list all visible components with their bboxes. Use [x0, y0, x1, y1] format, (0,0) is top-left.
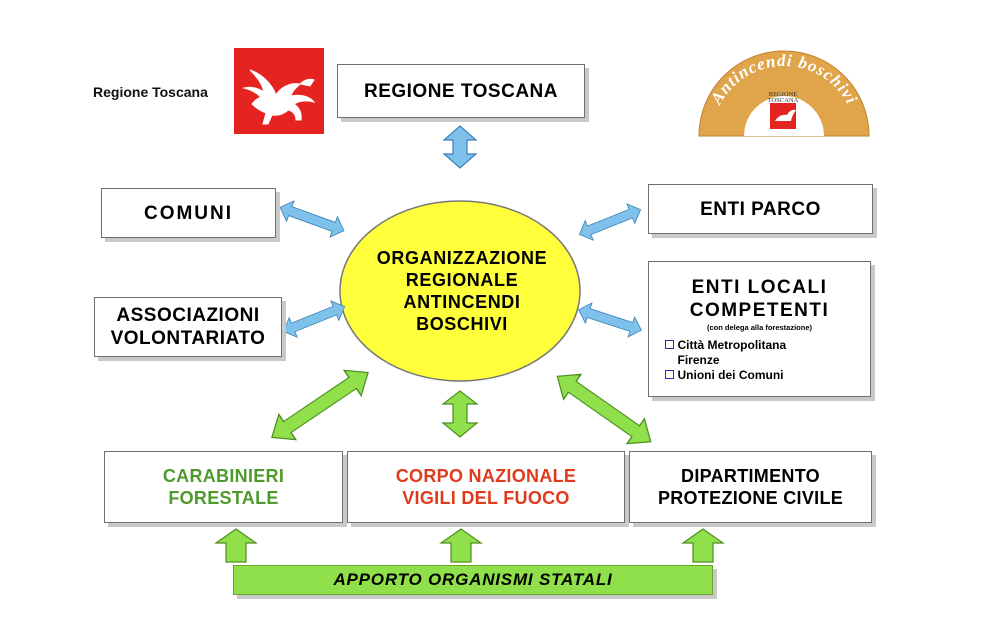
protezione-line2: PROTEZIONE CIVILE [657, 488, 844, 508]
comuni-text: COMUNI [143, 202, 234, 224]
enti-locali-line2: COMPETENTI [689, 300, 830, 321]
box-enti-parco: ENTI PARCO [648, 184, 873, 234]
arrow-regione-blue [442, 125, 478, 169]
unioni-comuni-text: Unioni dei Comuni [677, 368, 784, 382]
firenze-text: Firenze [677, 353, 720, 367]
arrow-up-vigili [439, 528, 483, 563]
enti-parco-text: ENTI PARCO [700, 198, 821, 220]
apporto-organismi-bar: APPORTO ORGANISMI STATALI [233, 565, 713, 595]
vigili-line2: VIGILI DEL FUOCO [402, 488, 570, 508]
center-title: ORGANIZZAZIONE REGIONALE ANTINCENDI BOSC… [342, 247, 582, 335]
enti-locali-sub: (con delega alla forestazione) [706, 323, 813, 332]
associazioni-line1: ASSOCIAZIONI [116, 305, 260, 326]
arrow-up-carabinieri [214, 528, 258, 563]
apporto-organismi-text: APPORTO ORGANISMI STATALI [333, 570, 613, 589]
badge-small-line2: TOSCANA [768, 97, 799, 104]
arrow-up-protezione [681, 528, 725, 563]
vigili-line1: CORPO NAZIONALE [395, 466, 577, 486]
list-item-text: Città Metropolitana Firenze [678, 338, 787, 368]
carabinieri-line1: CARABINIERI [162, 466, 285, 486]
box-enti-locali: ENTI LOCALI COMPETENTI (con delega alla … [648, 261, 871, 397]
center-line-1: ORGANIZZAZIONE [376, 248, 548, 268]
box-comuni: COMUNI [101, 188, 276, 238]
box-regione-toscana: REGIONE TOSCANA [337, 64, 585, 118]
protezione-line1: DIPARTIMENTO [681, 466, 820, 486]
center-line-4: BOSCHIVI [416, 314, 508, 334]
badge-small-line1: REGIONE [769, 91, 798, 98]
pegasus-icon [242, 69, 316, 125]
box-vigili-fuoco: CORPO NAZIONALE VIGILI DEL FUOCO [347, 451, 625, 523]
box-carabinieri: CARABINIERI FORESTALE [104, 451, 343, 523]
list-item: Unioni dei Comuni [664, 368, 855, 383]
box-protezione-civile: DIPARTIMENTO PROTEZIONE CIVILE [629, 451, 872, 523]
list-item: Città Metropolitana Firenze [664, 338, 855, 368]
checkbox-bullet-icon [664, 340, 674, 349]
center-line-2: REGIONALE [405, 270, 519, 290]
center-ellipse [339, 200, 581, 382]
associazioni-line2: VOLONTARIATO [110, 328, 266, 349]
center-line-3: ANTINCENDI [403, 292, 521, 312]
enti-locali-list: Città Metropolitana Firenze Unioni dei C… [664, 338, 855, 383]
antincendi-badge [698, 50, 870, 137]
enti-locali-line1: ENTI LOCALI [691, 277, 828, 298]
carabinieri-line2: FORESTALE [168, 488, 279, 508]
citta-metropolitana-text: Città Metropolitana [677, 338, 787, 352]
arrow-vigili-green [441, 390, 479, 438]
checkbox-bullet-icon [664, 370, 674, 379]
regione-toscana-text: REGIONE TOSCANA [363, 80, 558, 102]
box-associazioni: ASSOCIAZIONI VOLONTARIATO [94, 297, 282, 357]
regione-toscana-label: Regione Toscana [93, 84, 208, 100]
